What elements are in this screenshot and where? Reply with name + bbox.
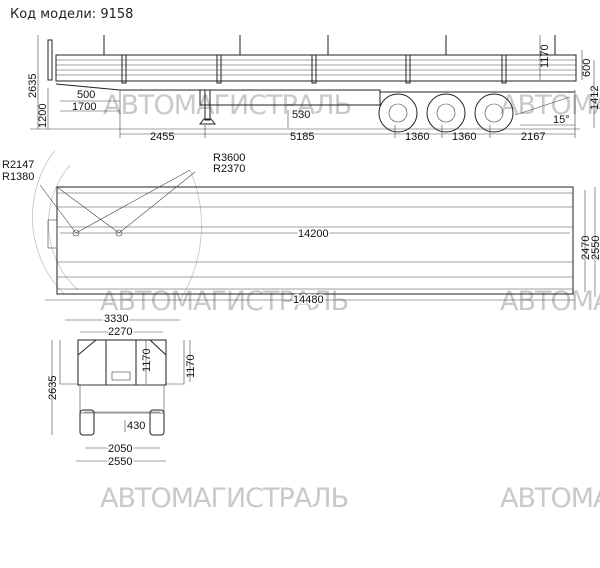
dim-overall-width: 2550 [590,236,600,260]
top-view: R2147 R1380 R3600 R2370 14200 14480 2470… [2,149,600,308]
dim-track-width: 2050 [108,443,132,455]
dim-deck-height: 1412 [589,86,600,110]
svg-text:АВТОМАГИСТРАЛЬ: АВТОМАГИСТРАЛЬ [100,483,348,514]
dim-axle-spacing-1: 1360 [405,131,429,143]
svg-text:АВТОМАГИСТРАЛЬ: АВТОМАГИСТРАЛЬ [100,286,348,317]
dim-rear-overall-width: 2550 [108,456,132,468]
dim-stake-height-right: 1170 [185,354,197,378]
radius-r1380: R1380 [2,171,34,183]
dim-kingpin-offset: 500 [77,89,95,101]
watermark-logo: АВТОМАГИСТРАЛЬ АВТОМАГИСТРАЛЬ АВТОМАГИСТ… [100,90,600,514]
dim-width-boards-open: 3330 [104,313,128,325]
dim-front-to-landing-gear: 2455 [150,131,174,143]
dim-ground-clearance: 530 [292,109,310,121]
dim-platform-length: 14200 [298,228,329,240]
dim-kingpin-to-support: 1700 [72,101,96,113]
dim-inner-width: 2470 [580,236,592,260]
svg-text:АВТОМАГИСТРАЛЬ: АВТОМАГИСТРАЛЬ [500,483,600,514]
dim-overall-height: 2635 [27,74,39,98]
radius-r2147: R2147 [2,159,34,171]
dim-overall-length: 14480 [293,294,324,306]
side-view: 2635 1200 500 1700 2455 5185 530 1360 13… [27,35,600,143]
svg-text:АВТОМАГИСТРАЛЬ: АВТОМАГИСТРАЛЬ [500,286,600,317]
dim-landing-gear-to-axle: 5185 [290,131,314,143]
dim-rear-inner-width: 2270 [108,326,132,338]
radius-r2370: R2370 [213,163,245,175]
model-code-label: Код модели: 9158 [10,7,134,22]
dim-underrun-clearance: 430 [127,420,145,432]
dim-rear-overall-height: 2635 [47,376,59,400]
dim-axle-spacing-2: 1360 [452,131,476,143]
rear-view: 3330 2270 1170 1170 2635 430 2050 2550 [47,312,197,470]
radius-r3600: R3600 [213,152,245,164]
dim-departure-angle: 15° [553,114,570,126]
wheel-set [378,93,514,133]
dim-rear-overhang: 2167 [521,131,545,143]
dim-coupling-height: 1200 [37,104,49,128]
dim-stake-height-left: 1170 [141,348,153,372]
dim-stake-height: 1170 [539,44,551,68]
dim-side-board-height: 600 [581,59,593,77]
svg-text:АВТОМАГИСТРАЛЬ: АВТОМАГИСТРАЛЬ [500,90,600,121]
